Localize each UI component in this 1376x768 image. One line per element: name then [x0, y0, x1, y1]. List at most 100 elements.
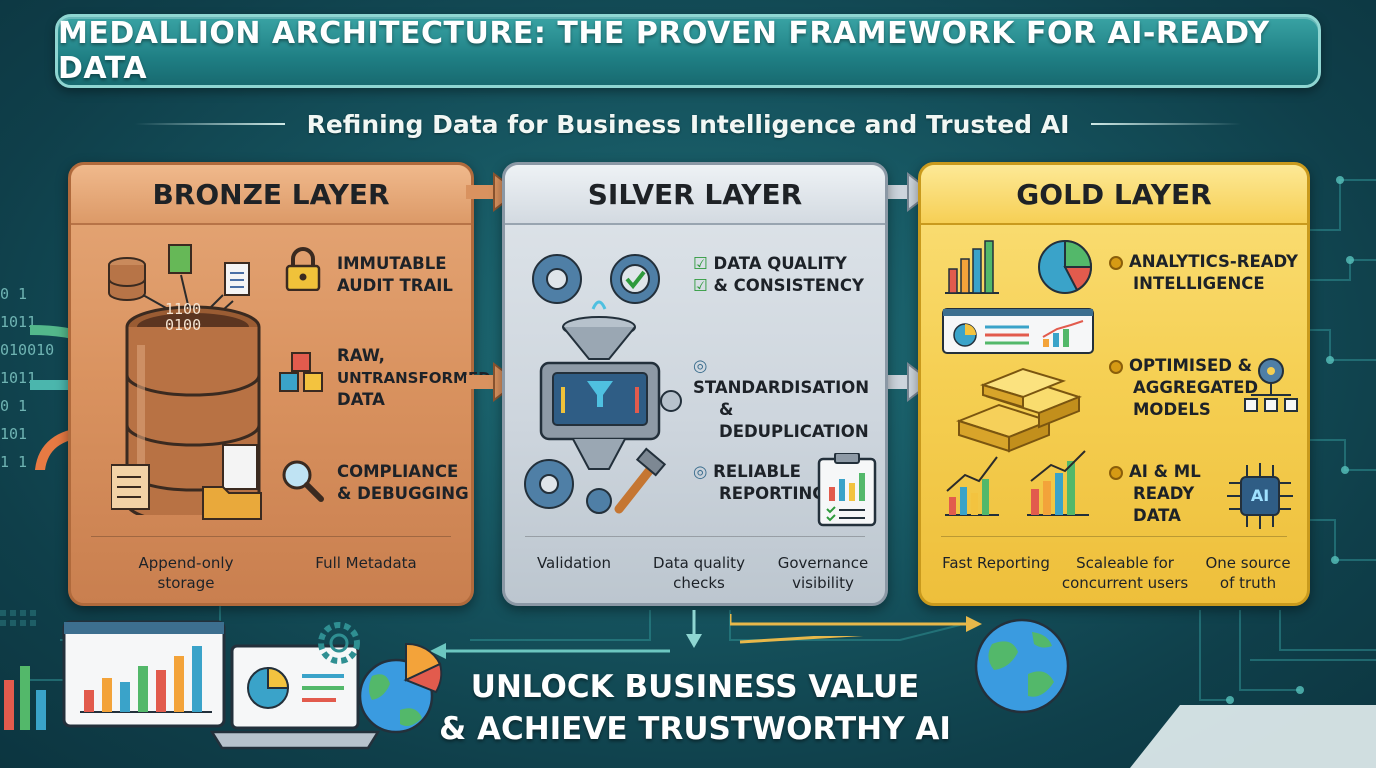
- footer-line: Full Metadata: [315, 554, 417, 572]
- bronze-footer-append: Append-only storage: [111, 553, 261, 593]
- check-icon: ☑: [693, 276, 714, 295]
- subtitle: Refining Data for Business Intelligence …: [306, 109, 1070, 139]
- feature-text: & CONSISTENCY: [713, 276, 864, 295]
- globe-pie-icon: [358, 642, 443, 734]
- footer-line: One source: [1205, 554, 1291, 572]
- binary-line: 1011: [0, 369, 37, 387]
- dot-icon: [1109, 465, 1123, 480]
- feature-line: ☑ DATA QUALITY: [693, 253, 864, 275]
- subtitle-divider-left: [134, 123, 285, 125]
- binary-line: 010010: [0, 341, 55, 359]
- subtitle-divider-right: [1091, 123, 1242, 125]
- silver-layer-heading: SILVER LAYER: [505, 165, 885, 225]
- feature-text: RELIABLE: [713, 462, 801, 481]
- gold-footer-fast-reporting: Fast Reporting: [931, 553, 1061, 573]
- footer-line: Append-only: [138, 554, 234, 572]
- silver-footer-governance: Governance visibility: [763, 553, 883, 593]
- footer-line: Governance: [777, 554, 869, 572]
- gold-feature-optimised: OPTIMISED & AGGREGATED MODELS: [1109, 355, 1258, 421]
- gear-network-icon: [1244, 358, 1298, 412]
- footer-line: Fast Reporting: [942, 554, 1050, 572]
- feature-line: ◎ RELIABLE: [693, 461, 826, 483]
- silver-footer-validation: Validation: [519, 553, 629, 573]
- side-bar-chart-icon: [4, 666, 46, 730]
- files-icon: [111, 444, 262, 520]
- panel-divider: [941, 536, 1287, 537]
- feature-text: DATA QUALITY: [713, 254, 847, 273]
- clipboard-chart-icon: [817, 453, 877, 527]
- value-arrows: [430, 636, 864, 659]
- binary-line: 0 1: [0, 285, 28, 303]
- panel-divider: [525, 536, 865, 537]
- side-binary: 0 1 1011 010010 1011 0 1 101 1 1: [0, 280, 60, 476]
- page-title: MEDALLION ARCHITECTURE: THE PROVEN FRAME…: [58, 16, 1270, 86]
- binary-line: 1011: [0, 313, 37, 331]
- silver-feature-reporting: ◎ RELIABLE REPORTING: [693, 461, 826, 505]
- feature-line: UNTRANSFORMED: [337, 369, 491, 387]
- subtitle-row: Refining Data for Business Intelligence …: [0, 104, 1376, 144]
- binary-line: 1 1: [0, 453, 28, 471]
- footer-line: concurrent users: [1061, 574, 1189, 592]
- gold-feature-analytics: ANALYTICS-READY INTELLIGENCE: [1109, 251, 1298, 295]
- footer-line: visibility: [792, 574, 854, 592]
- feature-line: REPORTING: [719, 484, 826, 503]
- feature-line: IMMUTABLE: [337, 254, 447, 273]
- feature-line: MODELS: [1133, 400, 1211, 419]
- silver-feature-quality: ☑ DATA QUALITY ☑ & CONSISTENCY: [693, 253, 864, 297]
- bronze-footer-metadata: Full Metadata: [291, 553, 441, 573]
- feature-line: ANALYTICS-READY: [1109, 251, 1298, 273]
- bottom-call-to-action: UNLOCK BUSINESS VALUE & ACHIEVE TRUSTWOR…: [420, 666, 970, 750]
- feature-line: OPTIMISED &: [1109, 355, 1258, 377]
- binary-readout: 1100 0100: [165, 301, 201, 333]
- feature-line: DATA: [337, 390, 385, 409]
- binary-row: 1100: [165, 300, 202, 318]
- feature-line: READY: [1133, 484, 1195, 503]
- footer-line: of truth: [1219, 574, 1277, 592]
- dot-icon: [1109, 255, 1123, 270]
- silver-footer-quality-checks: Data quality checks: [639, 553, 759, 593]
- feature-line: & DEBUGGING: [337, 484, 469, 503]
- chip-circuit-icon: [1227, 463, 1293, 529]
- bronze-layer-heading: BRONZE LAYER: [71, 165, 471, 225]
- analytics-illustration: [942, 239, 1094, 516]
- padlock-icon: [285, 247, 321, 291]
- dot-icon: [1109, 359, 1123, 374]
- feature-text: ANALYTICS-READY: [1129, 252, 1298, 271]
- footer-line: checks: [673, 574, 725, 592]
- feature-line: ◎ STANDARDISATION: [693, 355, 885, 399]
- magnifier-icon: [282, 460, 324, 502]
- gold-layer-panel: GOLD LAYER: [918, 162, 1310, 606]
- gold-footer-one-source: One source of truth: [1193, 553, 1303, 593]
- check-icon: ◎: [693, 462, 714, 481]
- footer-line: Data quality: [653, 554, 745, 572]
- binary-line: 0 1: [0, 397, 28, 415]
- feature-line: AUDIT TRAIL: [337, 276, 453, 295]
- bronze-feature-audit: IMMUTABLE AUDIT TRAIL: [337, 253, 453, 297]
- feature-line: AGGREGATED: [1133, 378, 1259, 397]
- feature-text: OPTIMISED &: [1129, 356, 1253, 375]
- feature-text: AI & ML: [1129, 462, 1201, 481]
- bronze-layer-panel: BRONZE LAYER 1100 0100: [68, 162, 491, 606]
- footer-line: Validation: [536, 554, 612, 572]
- gold-layer-heading: GOLD LAYER: [921, 165, 1307, 225]
- check-icon: ☑: [693, 254, 714, 273]
- ai-chip-label: AI: [1250, 486, 1270, 505]
- feature-line: DATA: [1133, 506, 1181, 525]
- feature-line: ☑ & CONSISTENCY: [693, 275, 864, 297]
- cubes-icon: [279, 352, 323, 392]
- feature-line: & DEDUPLICATION: [719, 400, 869, 441]
- laptop-pie-icon: [210, 644, 380, 750]
- feature-line: AI & ML: [1109, 461, 1201, 483]
- title-banner: MEDALLION ARCHITECTURE: THE PROVEN FRAME…: [55, 14, 1321, 88]
- binary-line: 101: [0, 425, 28, 443]
- cta-line: & ACHIEVE TRUSTWORTHY AI: [439, 711, 951, 747]
- silver-layer-panel: SILVER LAYER ☑ DATA QUALITY ☑ & CONSI: [502, 162, 888, 606]
- panel-divider: [91, 536, 451, 537]
- down-arrow: [686, 610, 702, 648]
- feature-text: STANDARDISATION: [693, 378, 870, 397]
- silver-feature-standardisation: ◎ STANDARDISATION & DEDUPLICATION: [693, 355, 885, 443]
- feature-line: COMPLIANCE: [337, 462, 459, 481]
- ai-chip-icon: AI: [1225, 461, 1295, 531]
- globe-icon: [974, 618, 1070, 714]
- monitor-chart-icon: [62, 620, 226, 728]
